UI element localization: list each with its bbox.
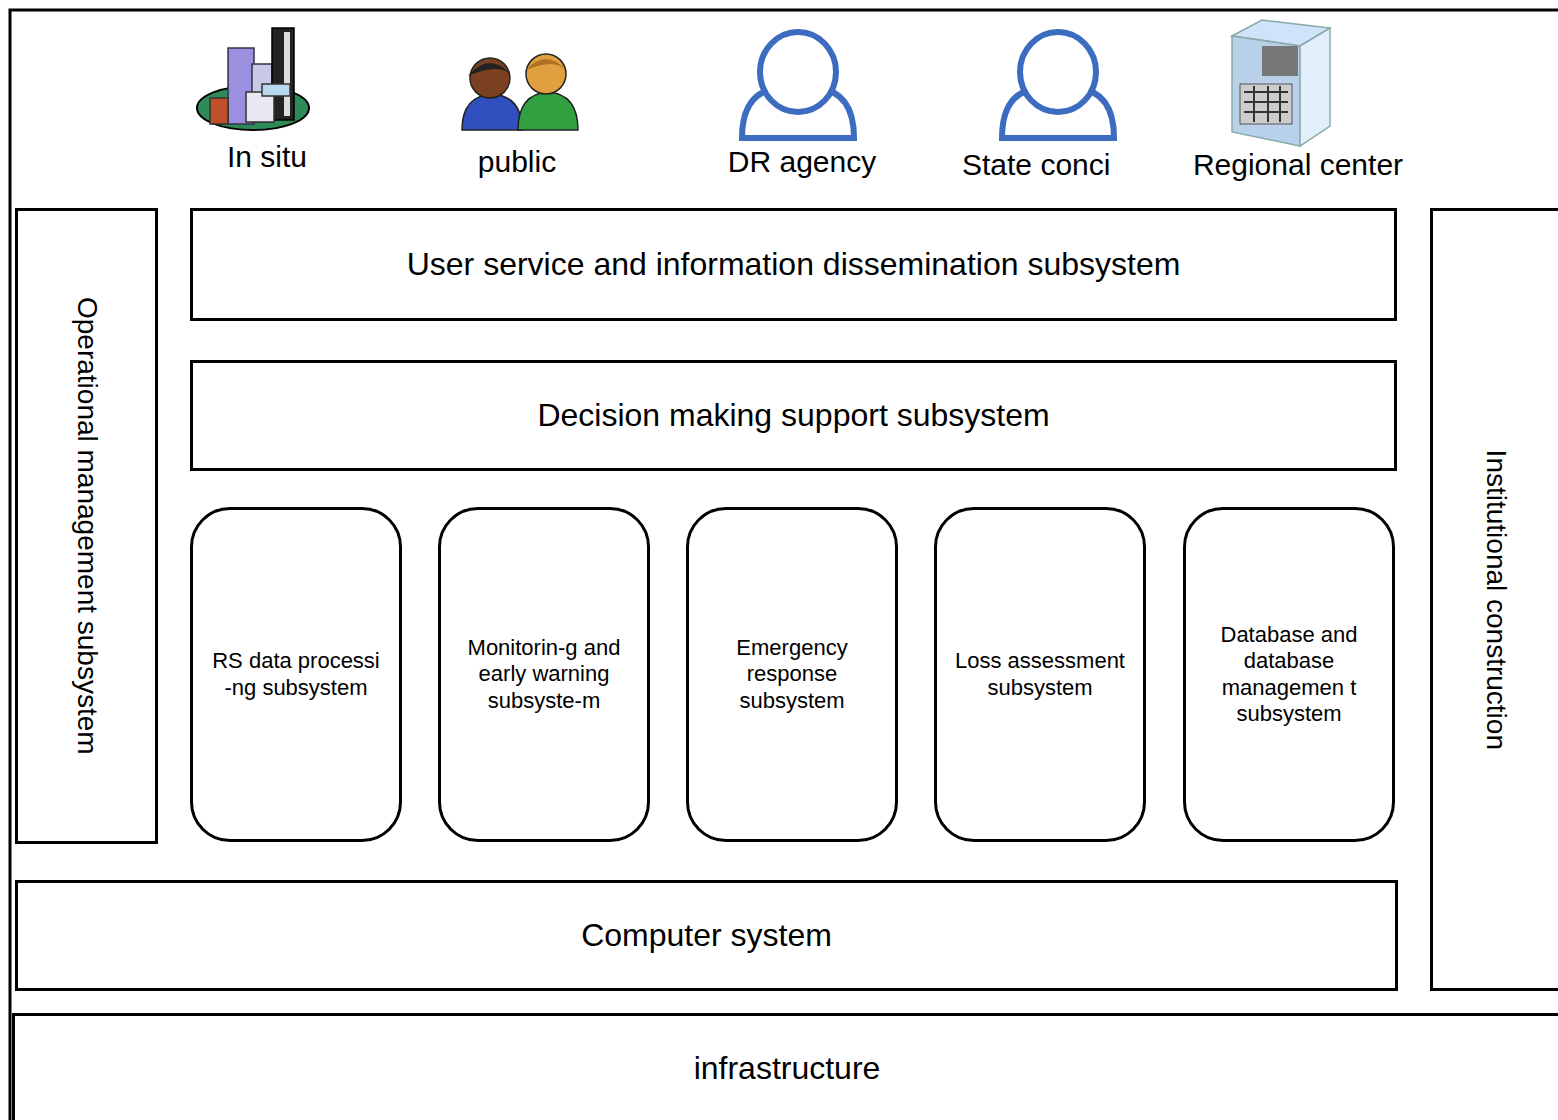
subsystem-box: Database and database managemen t subsys…: [1183, 507, 1395, 842]
city-icon: [197, 28, 309, 130]
node-text: Monitorin-g and early warning subsyste-m: [459, 635, 629, 714]
actor-label: public: [478, 145, 556, 179]
layer-band: infrastructure: [12, 1013, 1558, 1120]
actor-label: DR agency: [728, 145, 876, 179]
node-text: Computer system: [581, 916, 832, 954]
subsystem-box: Loss assessment subsystem: [934, 507, 1146, 842]
node-text: Decision making support subsystem: [537, 396, 1049, 434]
node-text: Institutional construction: [1479, 449, 1513, 749]
building-icon: [1232, 20, 1330, 146]
subsystem-band: Decision making support subsystem: [190, 360, 1397, 471]
layer-band: Computer system: [15, 880, 1398, 991]
actor-label: In situ: [227, 140, 307, 174]
side-panel: Operational management subsystem: [15, 208, 158, 844]
outer-frame: [10, 10, 1558, 1120]
subsystem-box: Monitorin-g and early warning subsyste-m: [438, 507, 650, 842]
side-panel: Institutional construction: [1430, 208, 1558, 991]
node-text: Emergency response subsystem: [707, 635, 877, 714]
subsystem-box: RS data processi -ng subsystem: [190, 507, 402, 842]
node-text: RS data processi -ng subsystem: [211, 648, 381, 701]
person-icon: [1002, 32, 1114, 138]
node-text: infrastructure: [694, 1049, 881, 1087]
actor-label: State conci: [962, 148, 1110, 182]
node-text: User service and information disseminati…: [407, 245, 1181, 283]
public-icon: [462, 54, 578, 130]
person-icon: [742, 32, 854, 138]
actor-label: Regional center: [1193, 148, 1403, 182]
node-text: Operational management subsystem: [70, 297, 104, 755]
subsystem-band: User service and information disseminati…: [190, 208, 1397, 321]
subsystem-box: Emergency response subsystem: [686, 507, 898, 842]
node-text: Loss assessment subsystem: [955, 648, 1125, 701]
node-text: Database and database managemen t subsys…: [1204, 622, 1374, 728]
